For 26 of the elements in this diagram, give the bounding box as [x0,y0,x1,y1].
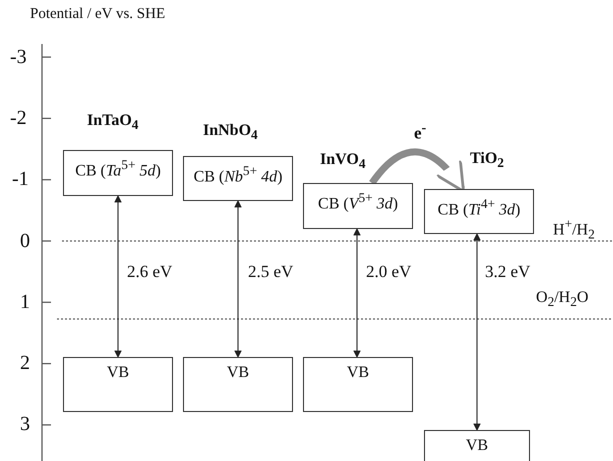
tick-label: 1 [20,291,30,314]
axis-title: Potential / eV vs. SHE [30,6,166,23]
arrow [114,195,122,358]
band-box: VB [303,357,413,412]
tick-label: 3 [20,413,30,436]
band-box: CB (Nb$^{5+}$ 4d) [183,156,293,201]
band-box: VB [63,357,173,412]
arrow [353,228,361,358]
potential-label: H$^{+}$/H$_{2}$ [553,216,595,243]
band-box: CB (Ti$^{4+}$ 3d) [424,189,534,234]
tick-label: 2 [20,352,30,375]
band-box: VB [183,357,293,412]
compound-label: TiO$_{2}$ [470,150,504,172]
band-box: CB (V$^{5+}$ 3d) [303,183,413,229]
tick-label: 0 [20,230,30,253]
arrow [234,200,242,358]
compound-label: InVO$_{4}$ [320,151,366,172]
potential-label: O$_{2}$/H$_{2}$O [536,289,588,310]
band-box: VB [424,430,530,461]
compound-label: InTaO$_{4}$ [87,112,138,134]
tick-label: -3 [10,46,27,69]
compound-label: InNbO$_{4}$ [203,122,258,144]
band-box: CB (Ta$^{5+}$ 5d) [63,150,173,196]
arrow [473,233,481,431]
tick-label: -2 [10,107,27,130]
tick-label: -1 [12,168,29,191]
